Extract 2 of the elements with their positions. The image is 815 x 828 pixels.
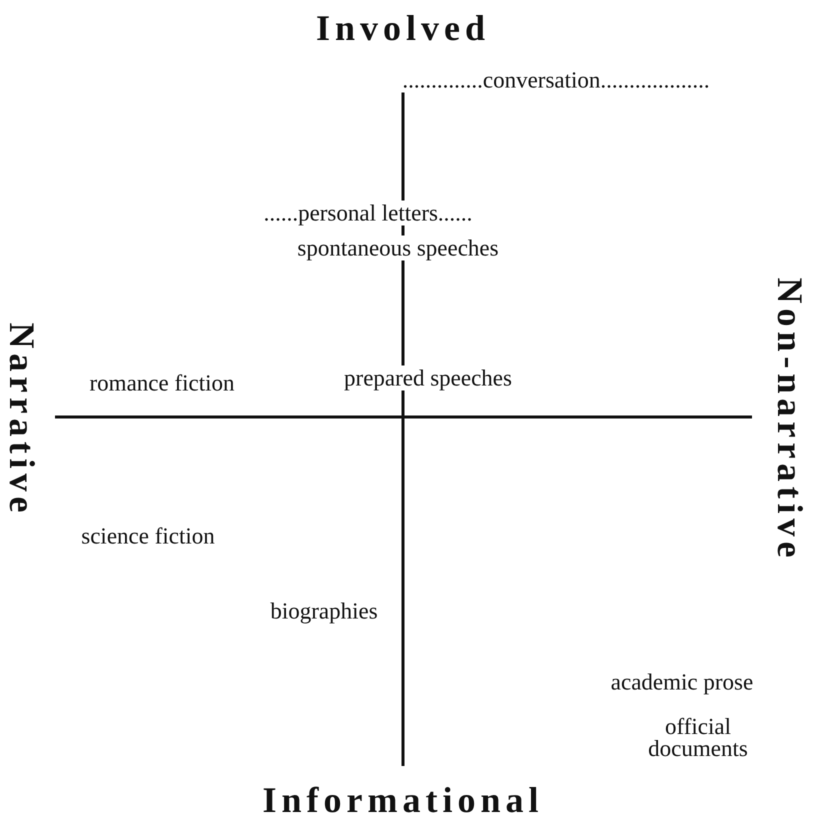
- genre-label: prepared speeches: [342, 366, 514, 390]
- genre-label: spontaneous speeches: [295, 236, 501, 260]
